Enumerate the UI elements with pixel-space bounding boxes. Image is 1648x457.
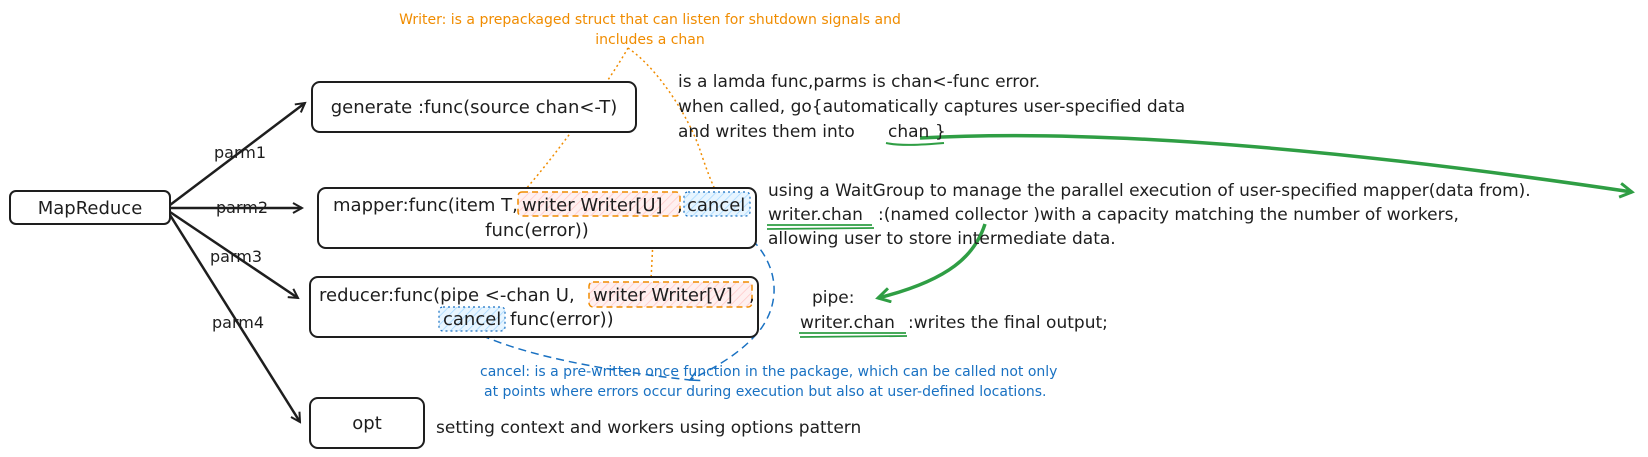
edge-parm4 bbox=[168, 214, 300, 422]
writer-note-line2: includes a chan bbox=[595, 32, 705, 48]
generate-note-line1: is a lamda func,parms is chan<-func erro… bbox=[678, 72, 1040, 92]
green-arrow-to-mapper-note bbox=[919, 133, 1632, 192]
chan-underline bbox=[885, 142, 945, 146]
mapper-label-line2: func(error)) bbox=[485, 220, 589, 241]
writer-note-line-1 bbox=[627, 47, 719, 196]
mapper-cancel-highlight bbox=[683, 191, 751, 217]
writer-note-line1: Writer: is a prepackaged struct that can… bbox=[399, 12, 901, 28]
reducer-label-rest: func(error)) bbox=[510, 309, 614, 330]
reducer-note-writer-chan: writer.chan bbox=[800, 313, 895, 333]
mapper-note-line2-rest: :(named collector )with a capacity match… bbox=[878, 205, 1459, 225]
green-arrow-to-pipe bbox=[878, 223, 987, 298]
edge-parm1 bbox=[169, 103, 305, 206]
generate-box bbox=[311, 81, 637, 133]
edge-label-parm1: parm1 bbox=[214, 143, 266, 162]
reducer-label-part-a: reducer:func(pipe <-chan U, bbox=[319, 285, 575, 306]
generate-label: generate :func(source chan<-T) bbox=[331, 97, 618, 118]
reducer-writer-chan-underline bbox=[799, 332, 908, 338]
mapper-writer-chan-underline bbox=[766, 224, 875, 230]
generate-note-close: } bbox=[935, 122, 946, 142]
reducer-label-writer: writer Writer[V] bbox=[593, 285, 733, 306]
generate-note-chan: chan bbox=[888, 122, 929, 142]
mapper-label-cancel: cancel bbox=[687, 195, 745, 216]
reducer-label-line1: reducer:func(pipe <-chan U, writer Writer… bbox=[319, 285, 755, 306]
generate-note-line3: and writes them into chan} bbox=[678, 122, 946, 142]
mapper-label-writer: writer Writer[U] bbox=[522, 195, 663, 216]
opt-box bbox=[309, 397, 425, 449]
reducer-note-rest: :writes the final output; bbox=[908, 313, 1108, 333]
reducer-note: writer.chan :writes the final output; bbox=[800, 313, 1108, 333]
reducer-writer-highlight bbox=[588, 281, 753, 308]
cancel-note-line2: at points where errors occur during exec… bbox=[484, 384, 1047, 400]
pipe-label: pipe: bbox=[812, 288, 855, 308]
edge-label-parm3: parm3 bbox=[210, 247, 262, 266]
reducer-label-comma: , bbox=[749, 285, 755, 306]
mapper-note-line1: using a WaitGroup to manage the parallel… bbox=[768, 181, 1531, 201]
mapper-label-comma: , bbox=[677, 195, 683, 216]
generate-note-line2: when called, go{automatically captures u… bbox=[678, 97, 1185, 117]
cancel-note-line1: cancel: is a pre-written once function i… bbox=[480, 364, 1057, 380]
mapper-label-part-a: mapper:func(item T, bbox=[333, 195, 518, 216]
reducer-cancel-highlight bbox=[438, 306, 506, 332]
reducer-label-cancel: cancel bbox=[443, 309, 501, 330]
mapreduce-box bbox=[9, 190, 171, 225]
mapreduce-label: MapReduce bbox=[38, 198, 143, 219]
mapper-note-line3: allowing user to store intermediate data… bbox=[768, 229, 1116, 249]
mapper-note-line2: writer.chan :(named collector )with a cap… bbox=[768, 205, 1459, 225]
mapreduce-edges bbox=[168, 103, 305, 422]
mapper-label-line1: mapper:func(item T,writer Writer[U],canc… bbox=[333, 195, 745, 216]
edge-parm3 bbox=[169, 210, 298, 298]
edge-label-parm2: parm2 bbox=[216, 198, 268, 217]
reducer-label-line2: cancel func(error)) bbox=[443, 309, 614, 330]
green-arrows bbox=[878, 133, 1632, 298]
generate-note-part-a: and writes them into bbox=[678, 122, 855, 142]
edge-label-parm4: parm4 bbox=[212, 313, 264, 332]
opt-note: setting context and workers using option… bbox=[436, 418, 861, 438]
mapper-note-writer-chan: writer.chan bbox=[768, 205, 863, 225]
opt-label: opt bbox=[352, 413, 382, 434]
mapper-writer-highlight bbox=[517, 191, 681, 217]
